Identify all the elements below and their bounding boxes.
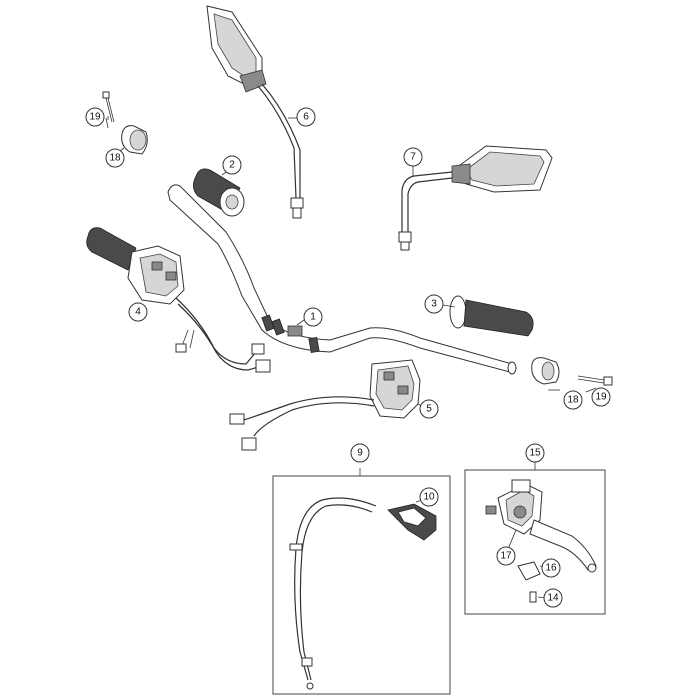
svg-text:2: 2 xyxy=(229,160,235,171)
svg-text:18: 18 xyxy=(109,153,121,164)
svg-text:7: 7 xyxy=(410,152,416,163)
handlebar xyxy=(167,184,517,375)
clutch-cable-kit-frame xyxy=(272,468,451,695)
callout-3: 3 xyxy=(424,294,444,314)
grip-left xyxy=(193,168,245,217)
mirror-left xyxy=(206,5,304,219)
clutch-lever-kit-frame xyxy=(464,460,606,615)
svg-text:19: 19 xyxy=(595,392,607,403)
left-grip-switch-assembly xyxy=(86,227,271,373)
mirror-right xyxy=(398,145,553,251)
callout-9: 9 xyxy=(350,443,370,463)
callout-2: 2 xyxy=(222,155,242,175)
svg-text:15: 15 xyxy=(529,448,541,459)
svg-text:17: 17 xyxy=(500,551,512,562)
bolt-upper-left xyxy=(102,91,115,123)
cable-boot xyxy=(387,503,437,541)
adjuster-part xyxy=(517,561,541,581)
svg-text:9: 9 xyxy=(357,448,363,459)
grip-right xyxy=(449,295,534,337)
callout-16: 16 xyxy=(541,558,561,578)
svg-text:4: 4 xyxy=(135,307,141,318)
svg-text:18: 18 xyxy=(567,395,579,406)
callout-1: 1 xyxy=(303,307,323,327)
callout-4: 4 xyxy=(128,302,148,322)
callout-6: 6 xyxy=(296,107,316,127)
svg-text:16: 16 xyxy=(545,563,557,574)
svg-text:19: 19 xyxy=(89,112,101,123)
clutch-lever-assembly xyxy=(485,479,597,573)
svg-text:1: 1 xyxy=(310,312,316,323)
bolt-right xyxy=(577,375,613,386)
callout-17: 17 xyxy=(496,546,516,566)
bar-end-weight-left xyxy=(121,125,148,155)
callout-7: 7 xyxy=(403,147,423,167)
bar-end-weight-right xyxy=(531,357,560,385)
svg-text:6: 6 xyxy=(303,112,309,123)
callout-10: 10 xyxy=(419,487,439,507)
callout-14: 14 xyxy=(543,588,563,608)
svg-text:10: 10 xyxy=(423,492,435,503)
callout-19-upper: 19 xyxy=(85,107,105,127)
svg-text:3: 3 xyxy=(431,299,437,310)
callout-18-right: 18 xyxy=(563,390,583,410)
callout-5: 5 xyxy=(419,399,439,419)
right-switch-assembly xyxy=(229,359,421,451)
pin-part xyxy=(529,591,537,603)
callout-18-upper: 18 xyxy=(105,148,125,168)
svg-text:5: 5 xyxy=(426,404,432,415)
svg-text:14: 14 xyxy=(547,593,559,604)
clutch-cable xyxy=(289,497,377,690)
callout-15: 15 xyxy=(525,443,545,463)
callout-19-right: 19 xyxy=(591,387,611,407)
